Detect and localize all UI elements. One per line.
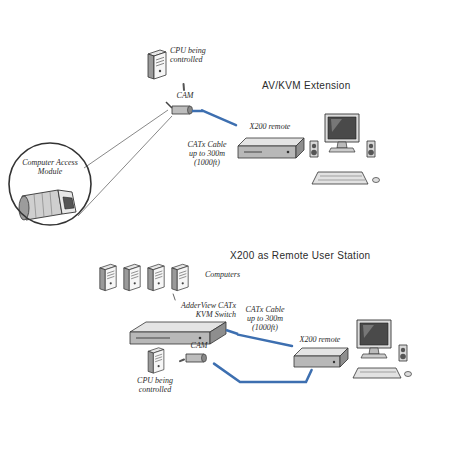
keyboard: [373, 178, 380, 183]
cable-label: CATx Cable up to 300m (1000ft): [182, 139, 232, 168]
monitor: [325, 114, 359, 152]
keyboard: [360, 372, 396, 373]
x200-remote-node: X200 remote: [236, 120, 304, 160]
magnifier-outline: [8, 142, 92, 226]
x200-unit: [294, 356, 340, 367]
computers-node: Computers: [92, 258, 242, 294]
x200-unit: [238, 138, 304, 146]
x200-unit: [294, 348, 348, 356]
magnifier-view: [58, 190, 76, 214]
keyboard: [405, 372, 412, 377]
computer-tower: [124, 264, 140, 290]
cam-module: [188, 106, 193, 114]
node-label: CPU being controlled: [131, 376, 179, 394]
monitor: [357, 320, 391, 358]
node-label: CPU being controlled: [170, 46, 220, 64]
x200-unit: [238, 138, 304, 158]
cam-module: [186, 354, 207, 362]
monitor: [325, 114, 359, 152]
magnifier-view: [9, 143, 91, 225]
cam-node: CAM: [184, 340, 214, 366]
cable-connector: [202, 110, 236, 125]
computer-tower: [148, 264, 164, 290]
cable-connector: [173, 294, 175, 300]
keyboard: [353, 368, 412, 378]
speaker: [310, 141, 375, 157]
magnifier-view: [34, 192, 52, 218]
speaker: [310, 141, 318, 157]
magnifier-outline: [9, 143, 91, 225]
cable-connector: [214, 364, 312, 382]
x200-unit: [238, 146, 296, 158]
cpu-node: CPU being controlled: [130, 344, 180, 400]
node-label: AdderView CATx KVM Switch: [174, 301, 236, 319]
cable-stub: [226, 330, 238, 334]
kvm-switch-node: AdderView CATx KVM Switch: [128, 300, 238, 346]
magnifier-view: [63, 197, 74, 209]
cam-node: CAM: [168, 90, 202, 116]
node-label: Computer Access Module: [21, 158, 79, 176]
diagram-heading: X200 as Remote User Station: [230, 250, 370, 261]
x200-unit: [340, 348, 348, 367]
magnifier-circle: Computer Access Module: [8, 142, 92, 226]
keyboard: [318, 176, 365, 180]
cam-module: [166, 102, 172, 108]
speaker: [367, 141, 375, 157]
kvm-switch: [136, 338, 170, 339]
cpu-tower: [148, 50, 166, 79]
speaker: [399, 345, 407, 361]
cam-module: [166, 102, 193, 114]
kvm-switch: [130, 322, 226, 332]
x200-unit: [287, 151, 290, 154]
kvm-switch: [199, 337, 202, 340]
node-label: Computers: [190, 270, 240, 279]
x200-unit: [333, 361, 335, 363]
cable-connector: [238, 335, 292, 346]
node-label: X200 remote: [238, 122, 302, 131]
node-label: CAM: [170, 91, 200, 100]
computer-tower: [100, 264, 188, 290]
cable-connector: [183, 84, 185, 90]
cam-module: [202, 354, 207, 362]
keyboard: [353, 368, 401, 378]
keyboard: [312, 172, 368, 184]
monitor: [357, 320, 391, 358]
cpu-tower: [148, 348, 164, 373]
node-label: X200 remote: [293, 335, 347, 344]
x200-unit: [296, 138, 304, 158]
kvm-switch: [210, 322, 226, 344]
computer-tower: [100, 264, 116, 290]
x200-unit: [294, 348, 348, 367]
leader-line: [78, 110, 172, 216]
x200-unit: [244, 152, 262, 153]
computer-tower: [172, 264, 188, 290]
leader-line: [78, 110, 172, 216]
kvm-switch: [130, 322, 226, 344]
cable-connector: [180, 359, 184, 361]
x200-remote-node: X200 remote: [292, 334, 348, 370]
cpu-tower: [148, 50, 166, 79]
diagram-heading: AV/KVM Extension: [262, 80, 351, 91]
speaker: [399, 345, 407, 361]
keyboard: [312, 172, 380, 184]
cpu-node: CPU being controlled: [142, 44, 222, 84]
cable-stub: [226, 330, 238, 334]
node-label: CAM: [185, 341, 213, 350]
magnifier-view: [9, 143, 91, 225]
cable-label: CATx Cable up to 300m (1000ft): [240, 304, 290, 333]
cpu-tower: [148, 348, 164, 373]
